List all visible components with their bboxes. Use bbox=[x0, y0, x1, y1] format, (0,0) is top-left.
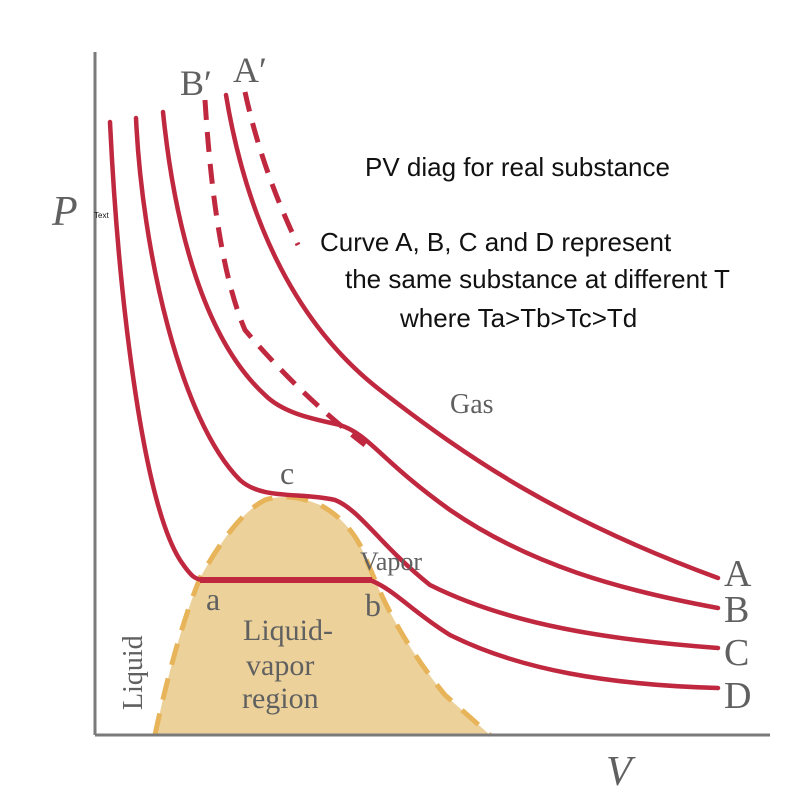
gas-label: Gas bbox=[450, 389, 494, 420]
point-b-label: b bbox=[365, 587, 381, 623]
liquid-vapor-region-border bbox=[152, 494, 492, 737]
curve-c-label: C bbox=[724, 632, 749, 674]
a-prime-label: A′ bbox=[233, 50, 267, 90]
tiny-text-label: Text bbox=[94, 211, 109, 220]
curve-c bbox=[133, 115, 721, 651]
liquid-vapor-line-2: vapor bbox=[246, 649, 314, 682]
curve-a-prime-dashed bbox=[242, 91, 301, 247]
point-c-label: c bbox=[280, 455, 294, 491]
b-prime-label: B′ bbox=[180, 63, 212, 103]
vapor-label: Vapor bbox=[360, 547, 422, 576]
curve-d-label: D bbox=[724, 675, 751, 717]
note-line-3: where Ta>Tb>Tc>Td bbox=[399, 303, 637, 333]
point-a-label: a bbox=[206, 581, 220, 617]
liquid-vapor-line-3: region bbox=[242, 682, 319, 715]
curve-b-label: B bbox=[724, 589, 749, 631]
note-line-2: the same substance at different T bbox=[345, 264, 730, 294]
curve-a-label: A bbox=[724, 553, 752, 595]
v-axis-label: V bbox=[606, 749, 636, 789]
liquid-vapor-region-fill bbox=[155, 496, 490, 735]
curve-b-prime-dashed bbox=[202, 99, 367, 447]
liquid-label: Liquid bbox=[118, 635, 149, 710]
liquid-vapor-line-1: Liquid- bbox=[243, 614, 333, 647]
note-line-1: Curve A, B, C and D represent bbox=[320, 227, 672, 257]
title-annotation: PV diag for real substance bbox=[365, 152, 670, 182]
curve-b bbox=[160, 109, 721, 611]
p-axis-label: P bbox=[51, 189, 78, 235]
curve-a bbox=[223, 92, 721, 581]
